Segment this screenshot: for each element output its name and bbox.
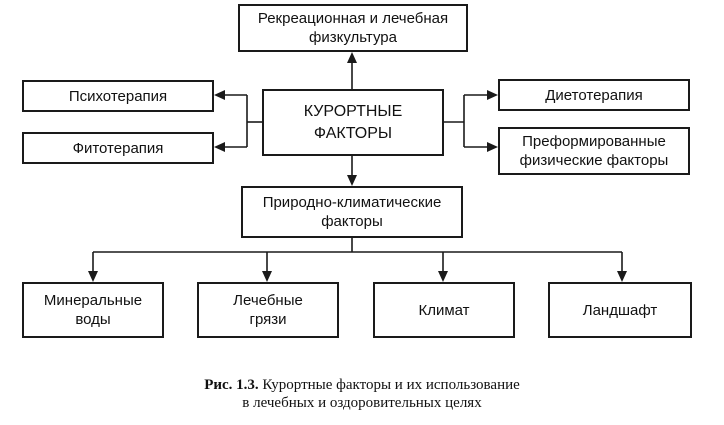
arrowhead-to-diet [487,90,498,100]
box-phytotherapy-label: Фитотерапия [72,139,164,157]
box-therapeutic-mud-label: Лечебные грязи [233,292,303,328]
caption-figure-label: Рис. 1.3. [204,377,259,393]
box-climate-label: Климат [418,301,470,319]
box-resort-factors-label: КУРОРТНЫЕ ФАКТОРЫ [303,102,403,142]
box-climate: Климат [373,282,515,338]
box-preformed-physical-factors: Преформированные физические факторы [498,127,690,175]
box-therapeutic-mud: Лечебные грязи [197,282,339,338]
arrowhead-to-mineral [88,271,98,282]
arrowhead-to-phytotherapy [214,142,225,152]
box-natural-climatic-factors-label: Природно-климатические факторы [262,194,442,230]
box-mineral-waters-label: Минеральные воды [43,292,143,328]
box-psychotherapy: Психотерапия [22,80,214,112]
caption-line-1: Рис. 1.3. Курортные факторы и их использ… [0,376,724,394]
caption-title: Курортные факторы и их использование [262,377,520,393]
box-psychotherapy-label: Психотерапия [68,87,168,105]
box-preformed-physical-factors-label: Преформированные физические факторы [519,133,669,169]
box-natural-climatic-factors: Природно-климатические факторы [241,186,463,238]
arrowhead-to-landscape [617,271,627,282]
box-resort-factors: КУРОРТНЫЕ ФАКТОРЫ [262,89,444,156]
arrowhead-to-climate [438,271,448,282]
arrowhead-to-natural [347,175,357,186]
arrowhead-to-top [347,52,357,63]
box-diet-therapy-label: Диетотерапия [545,86,643,104]
caption-line-2: в лечебных и оздоровительных целях [242,395,482,411]
box-diet-therapy: Диетотерапия [498,79,690,111]
box-landscape: Ландшафт [548,282,692,338]
arrowhead-to-mud [262,271,272,282]
box-phytotherapy: Фитотерапия [22,132,214,164]
arrowhead-to-preformed [487,142,498,152]
box-recreational-physiotherapy: Рекреационная и лечебная физкультура [238,4,468,52]
box-landscape-label: Ландшафт [582,301,658,319]
figure-caption: Рис. 1.3. Курортные факторы и их использ… [0,376,724,412]
box-mineral-waters: Минеральные воды [22,282,164,338]
box-recreational-physiotherapy-label: Рекреационная и лечебная физкультура [257,10,449,46]
arrowhead-to-psychotherapy [214,90,225,100]
